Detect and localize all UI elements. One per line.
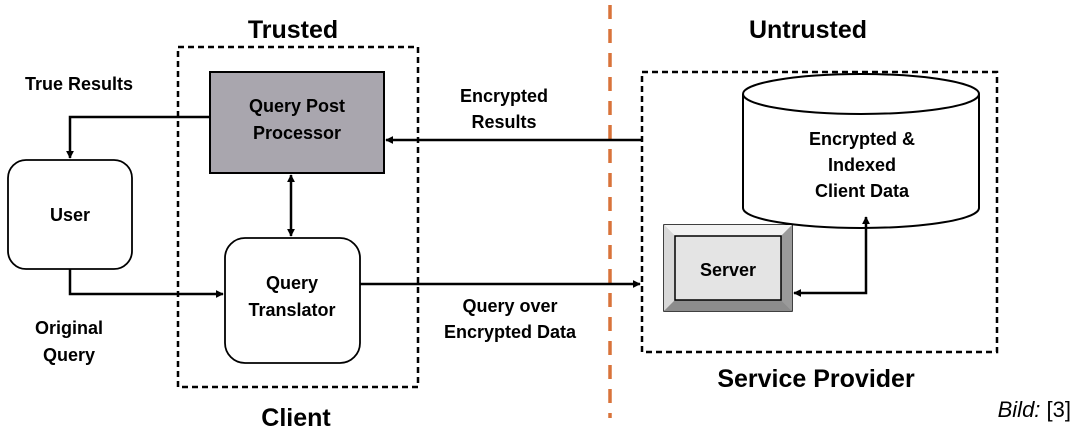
- service-provider-boundary: [640, 70, 999, 354]
- query-translator-label-2: Translator: [248, 300, 335, 320]
- service-provider-heading: Service Provider: [717, 365, 915, 393]
- client-boundary: [176, 45, 420, 389]
- server-label: Server: [700, 260, 756, 280]
- query-post-processor-label-2: Processor: [253, 123, 341, 143]
- encrypted-results-label-1: Encrypted: [460, 86, 548, 106]
- true-results-label: True Results: [25, 74, 133, 94]
- server-box: [663, 224, 793, 312]
- database-label-1: Encrypted &: [809, 129, 915, 149]
- original-query-arrow: [68, 269, 224, 298]
- client-heading: Client: [261, 404, 331, 432]
- image-credit-caption: Bild: [3]: [998, 397, 1071, 422]
- query-over-label-2: Encrypted Data: [444, 322, 577, 342]
- server-database-arrow: [793, 216, 870, 297]
- encrypted-results-label-2: Results: [471, 112, 536, 132]
- user-label: User: [50, 205, 90, 225]
- caption-ref: [3]: [1040, 397, 1071, 422]
- original-query-label-1: Original: [35, 318, 103, 338]
- client-data-database: [742, 73, 980, 229]
- database-label-2: Indexed: [828, 155, 896, 175]
- query-post-processor-label-1: Query Post: [249, 96, 345, 116]
- trusted-heading: Trusted: [248, 16, 338, 44]
- true-results-arrow: [66, 115, 210, 159]
- query-translator-box: [224, 237, 361, 364]
- database-label-3: Client Data: [815, 181, 910, 201]
- query-translator-label-1: Query: [266, 273, 318, 293]
- query-over-label-1: Query over: [462, 296, 557, 316]
- untrusted-heading: Untrusted: [749, 16, 867, 44]
- query-post-processor-box: [209, 71, 385, 174]
- caption-prefix: Bild:: [998, 397, 1041, 422]
- original-query-label-2: Query: [43, 345, 95, 365]
